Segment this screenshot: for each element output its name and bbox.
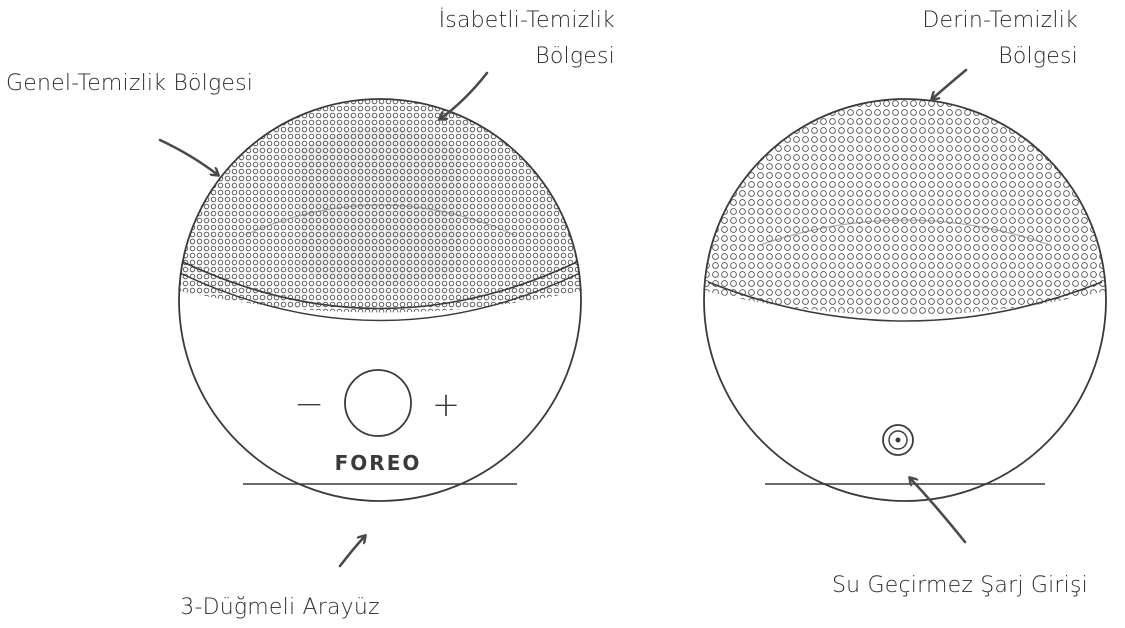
brush-inner-curve xyxy=(244,204,516,236)
charging-port-ring xyxy=(888,430,908,450)
brand-logo: FOREO xyxy=(335,451,422,475)
center-button[interactable] xyxy=(344,369,412,437)
brush-back-edge-line xyxy=(707,281,1103,322)
arrow-charging-port xyxy=(910,478,967,544)
arrow-interface xyxy=(338,536,365,568)
device-front-outline xyxy=(178,98,582,502)
arrow-deep-zone xyxy=(932,68,968,99)
label-general-zone: Genel-Temizlik Bölgesi xyxy=(6,71,254,96)
brush-edge-line-1 xyxy=(182,261,578,310)
label-precision-zone-line2: Bölgesi xyxy=(535,44,615,69)
plus-button[interactable]: + xyxy=(432,385,461,425)
brush-back-inner-curve xyxy=(759,219,1051,246)
label-deep-zone-line2: Bölgesi xyxy=(998,44,1078,69)
label-deep-zone-line1: Derin-Temizlik xyxy=(922,8,1078,33)
label-interface: 3-Düğmeli Arayüz xyxy=(180,595,380,620)
device-back xyxy=(704,99,1106,315)
arrow-general-zone xyxy=(158,138,218,175)
label-precision-zone-line1: İsabetli-Temizlik xyxy=(438,8,615,33)
device-back-outline xyxy=(703,98,1107,502)
brush-center-shading xyxy=(300,127,460,285)
label-charging-port: Su Geçirmez Şarj Girişi xyxy=(832,573,1088,598)
brush-head-front xyxy=(179,99,581,313)
brush-head-back xyxy=(704,99,1106,315)
minus-button[interactable]: − xyxy=(294,384,324,425)
device-front xyxy=(179,99,581,313)
arrow-precision-zone xyxy=(440,71,489,119)
charging-port-pin xyxy=(895,437,901,443)
brush-edge-line-2 xyxy=(179,272,581,322)
